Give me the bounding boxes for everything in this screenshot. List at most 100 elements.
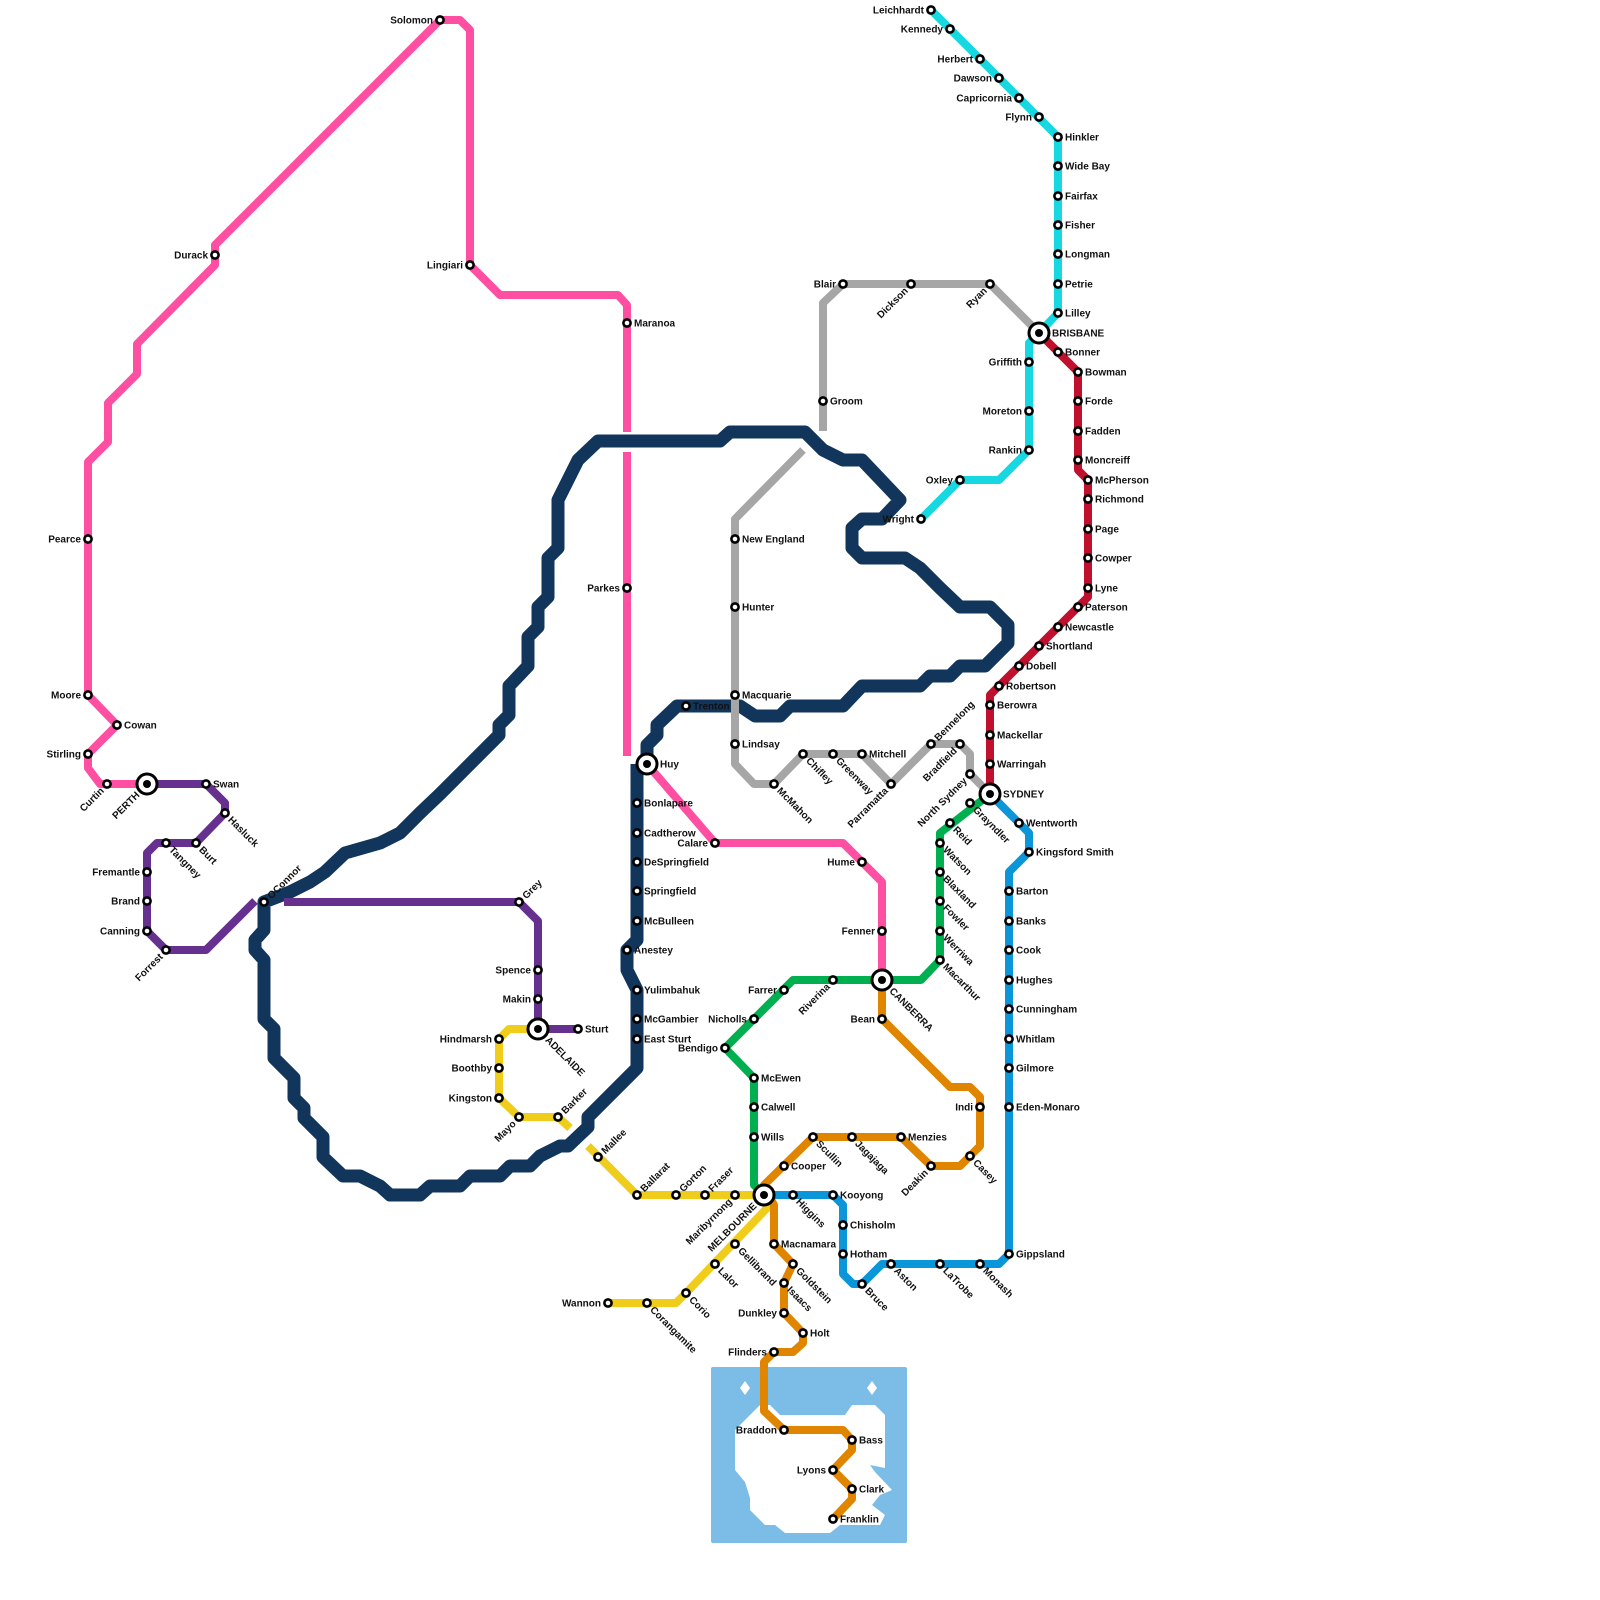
station-moreton[interactable]: Moreton	[983, 406, 1034, 418]
station-canning[interactable]: Canning	[100, 926, 152, 938]
station-anestey[interactable]: Anestey	[622, 945, 673, 957]
station-bass[interactable]: Bass	[847, 1435, 883, 1447]
station-durack[interactable]: Durack	[174, 250, 220, 262]
station-oxley[interactable]: Oxley	[926, 475, 965, 487]
station-moncreiff[interactable]: Moncreiff	[1073, 455, 1131, 467]
station-boothby[interactable]: Boothby	[451, 1063, 504, 1075]
station-lindsay[interactable]: Lindsay	[730, 739, 780, 751]
station-bean[interactable]: Bean	[851, 1014, 887, 1026]
station-paterson[interactable]: Paterson	[1073, 602, 1128, 614]
station-wentworth[interactable]: Wentworth	[1014, 818, 1077, 830]
station-eden-monaro[interactable]: Eden-Monaro	[1004, 1102, 1080, 1114]
station-fairfax[interactable]: Fairfax	[1053, 191, 1098, 203]
station-corio[interactable]: Corio	[681, 1288, 713, 1321]
station-makin[interactable]: Makin	[503, 994, 543, 1006]
station-rankin[interactable]: Rankin	[989, 445, 1034, 457]
station-kingston[interactable]: Kingston	[449, 1093, 504, 1105]
station-cadtherow[interactable]: Cadtherow	[632, 828, 696, 840]
station-capricornia[interactable]: Capricornia	[956, 93, 1024, 105]
station-mallee[interactable]: Mallee	[593, 1127, 629, 1162]
station-whitlam[interactable]: Whitlam	[1004, 1034, 1055, 1046]
station-springfield[interactable]: Springfield	[632, 886, 696, 898]
station-macarthur[interactable]: Macarthur	[935, 955, 982, 1004]
station-solomon[interactable]: Solomon	[390, 15, 445, 27]
station-cooper[interactable]: Cooper	[779, 1161, 826, 1173]
station-nicholls[interactable]: Nicholls	[708, 1014, 759, 1026]
station-indi[interactable]: Indi	[955, 1102, 985, 1114]
station-holt[interactable]: Holt	[798, 1328, 830, 1340]
station-parkes[interactable]: Parkes	[587, 583, 632, 595]
station-blair[interactable]: Blair	[814, 279, 848, 291]
station-franklin[interactable]: Franklin	[828, 1514, 879, 1526]
station-hughes[interactable]: Hughes	[1004, 975, 1053, 987]
station-pearce[interactable]: Pearce	[48, 534, 93, 546]
station-menzies[interactable]: Menzies	[896, 1132, 947, 1144]
station-shortland[interactable]: Shortland	[1034, 641, 1093, 653]
station-sydney[interactable]: SYDNEY	[978, 782, 1044, 806]
station-dawson[interactable]: Dawson	[954, 73, 1004, 85]
station-forde[interactable]: Forde	[1073, 396, 1113, 408]
station-reid[interactable]: Reid	[945, 818, 973, 848]
station-fadden[interactable]: Fadden	[1073, 426, 1121, 438]
station-flinders[interactable]: Flinders	[728, 1347, 779, 1359]
station-bonlapare[interactable]: Bonlapare	[632, 798, 693, 810]
station-brand[interactable]: Brand	[111, 896, 152, 908]
station-dunkley[interactable]: Dunkley	[738, 1308, 789, 1320]
station-fremantle[interactable]: Fremantle	[92, 867, 152, 879]
station-bowman[interactable]: Bowman	[1073, 367, 1127, 379]
station-dobell[interactable]: Dobell	[1014, 661, 1057, 673]
station-mcewen[interactable]: McEwen	[749, 1073, 801, 1085]
station-warringah[interactable]: Warringah	[985, 759, 1046, 771]
station-lalor[interactable]: Lalor	[710, 1259, 740, 1291]
station-hinkler[interactable]: Hinkler	[1053, 132, 1099, 144]
station-griffith[interactable]: Griffith	[989, 357, 1034, 369]
station-kennedy[interactable]: Kennedy	[901, 24, 955, 36]
station-fenner[interactable]: Fenner	[842, 926, 887, 938]
station-clark[interactable]: Clark	[847, 1484, 884, 1496]
station-hasluck[interactable]: Hasluck	[220, 808, 261, 850]
station-gilmore[interactable]: Gilmore	[1004, 1063, 1054, 1075]
station-swan[interactable]: Swan	[201, 779, 239, 791]
station-leichhardt[interactable]: Leichhardt	[873, 5, 936, 17]
station-cook[interactable]: Cook	[1004, 945, 1041, 957]
station-calwell[interactable]: Calwell	[749, 1102, 796, 1114]
station-berowra[interactable]: Berowra	[985, 700, 1037, 712]
station-petrie[interactable]: Petrie	[1053, 279, 1093, 291]
station-kooyong[interactable]: Kooyong	[828, 1190, 883, 1202]
station-cunningham[interactable]: Cunningham	[1004, 1004, 1077, 1016]
station-macnamara[interactable]: Macnamara	[769, 1239, 836, 1251]
station-lingiari[interactable]: Lingiari	[427, 260, 475, 272]
station-mcpherson[interactable]: McPherson	[1083, 475, 1149, 487]
station-maribyrnong[interactable]: Maribyrnong	[684, 1190, 740, 1247]
station-mcbulleen[interactable]: McBulleen	[632, 916, 694, 928]
station-wannon[interactable]: Wannon	[562, 1298, 613, 1310]
station-richmond[interactable]: Richmond	[1083, 494, 1144, 506]
station-bruce[interactable]: Bruce	[857, 1279, 890, 1314]
station-trenton[interactable]: Trenton	[681, 701, 730, 713]
station-cowan[interactable]: Cowan	[112, 720, 157, 732]
station-east-sturt[interactable]: East Sturt	[632, 1034, 692, 1046]
station-bendigo[interactable]: Bendigo	[678, 1043, 730, 1055]
station-bonner[interactable]: Bonner	[1053, 347, 1100, 359]
station-robertson[interactable]: Robertson	[994, 681, 1056, 693]
station-chisholm[interactable]: Chisholm	[838, 1220, 896, 1232]
station-deakin[interactable]: Deakin	[900, 1161, 936, 1199]
station-hindmarsh[interactable]: Hindmarsh	[440, 1034, 504, 1046]
station-hunter[interactable]: Hunter	[730, 602, 774, 614]
station-herbert[interactable]: Herbert	[937, 54, 985, 66]
station-maranoa[interactable]: Maranoa	[622, 318, 676, 330]
station-yulimbahuk[interactable]: Yulimbahuk	[632, 985, 701, 997]
station-mcgambier[interactable]: McGambier	[632, 1014, 699, 1026]
station-groom[interactable]: Groom	[818, 396, 863, 408]
station-kingsford-smith[interactable]: Kingsford Smith	[1024, 847, 1114, 859]
station-cowper[interactable]: Cowper	[1083, 553, 1132, 565]
station-mackellar[interactable]: Mackellar	[985, 730, 1043, 742]
station-wide-bay[interactable]: Wide Bay	[1053, 161, 1110, 173]
station-flynn[interactable]: Flynn	[1005, 112, 1044, 124]
station-hume[interactable]: Hume	[827, 857, 867, 869]
station-mitchell[interactable]: Mitchell	[857, 749, 906, 761]
station-grey[interactable]: Grey	[514, 877, 545, 907]
station-page[interactable]: Page	[1083, 524, 1119, 536]
station-wright[interactable]: Wright	[883, 514, 926, 526]
station-macquarie[interactable]: Macquarie	[730, 690, 792, 702]
